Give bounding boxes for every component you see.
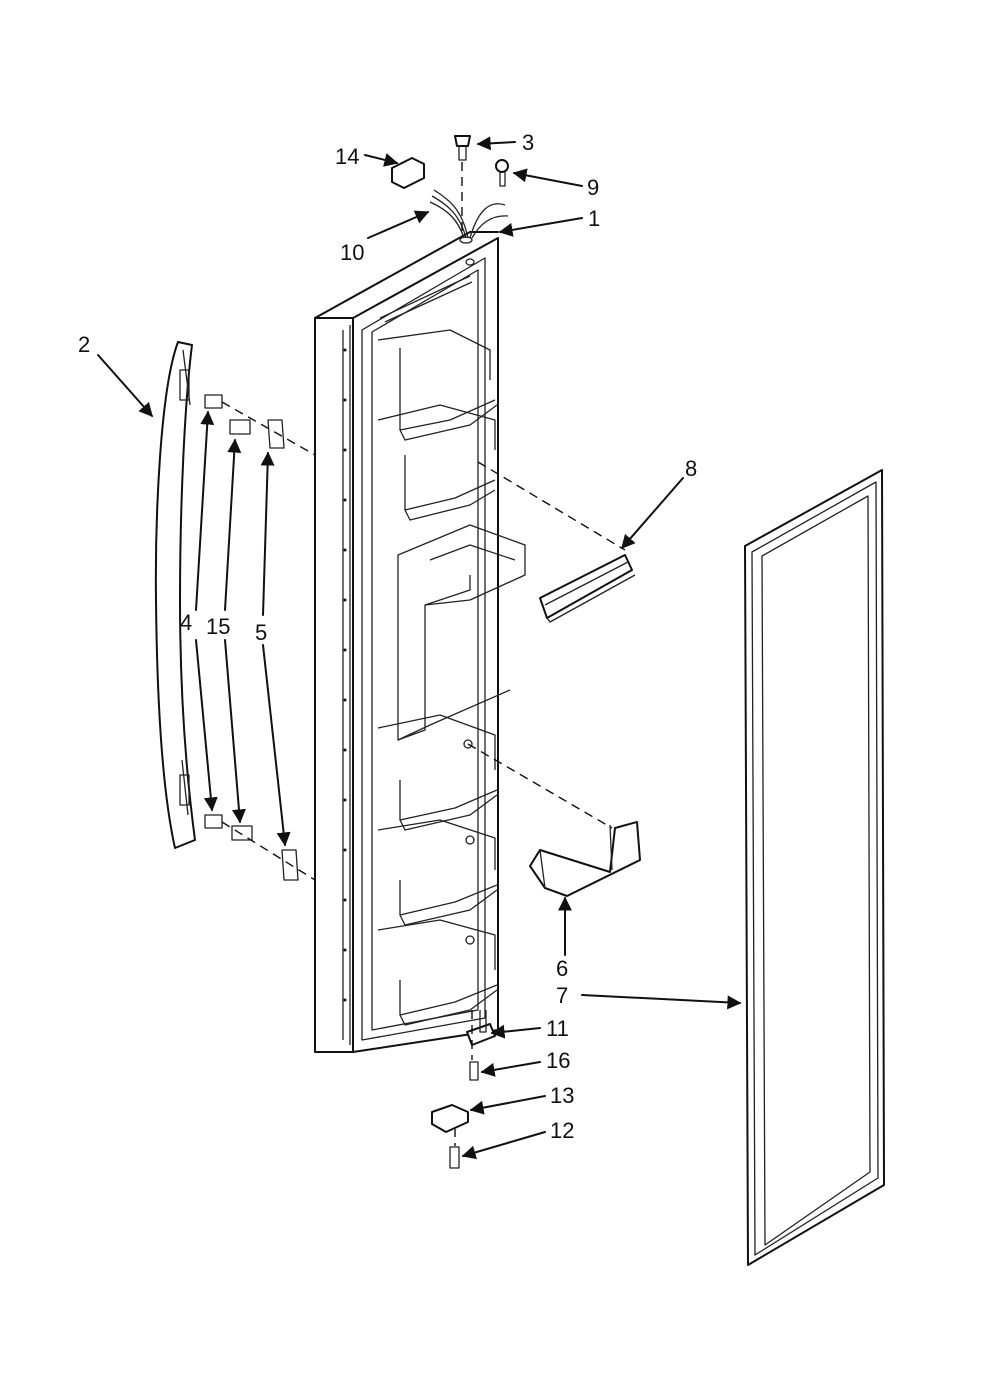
callout-16: 16: [546, 1048, 570, 1073]
callout-15: 15: [206, 614, 230, 639]
callout-1: 1: [588, 206, 600, 231]
callout-14: 14: [335, 144, 359, 169]
screw-12: [449, 1146, 460, 1169]
callout-12: 12: [550, 1118, 574, 1143]
wire-connector: [391, 157, 425, 189]
screw-3: [454, 135, 471, 161]
callout-11: 11: [546, 1016, 569, 1041]
callout-13: 13: [550, 1083, 574, 1108]
door-gasket: [744, 469, 885, 1266]
callout-5: 5: [255, 620, 267, 645]
lower-bins: [377, 714, 498, 1026]
door-panel: [314, 231, 526, 1053]
callout-6: 6: [556, 956, 568, 981]
hinge-pin-11: [466, 1010, 496, 1046]
callout-7: 7: [556, 983, 568, 1008]
callout-2: 2: [78, 332, 90, 357]
screw-9: [495, 159, 509, 187]
dispenser-trim: [539, 554, 636, 623]
callout-3: 3: [522, 130, 534, 155]
callout-8: 8: [685, 456, 697, 481]
wire-harness: [429, 189, 509, 239]
callout-9: 9: [587, 175, 599, 200]
leader-lines: [97, 136, 742, 1160]
gasket-dots: [343, 348, 347, 1002]
upper-bins: [377, 329, 526, 741]
screw-16: [469, 1061, 479, 1081]
handle-fasteners: [204, 394, 316, 881]
callout-4: 4: [180, 610, 192, 635]
shelf-bar: [529, 821, 641, 897]
hinge-bracket-13: [431, 1104, 469, 1133]
door-handle: [154, 341, 196, 849]
callout-labels: 1 2 3 4 5 6 7 8 9 10 11 12 13 14 15 16: [78, 130, 697, 1143]
callout-10: 10: [340, 240, 364, 265]
